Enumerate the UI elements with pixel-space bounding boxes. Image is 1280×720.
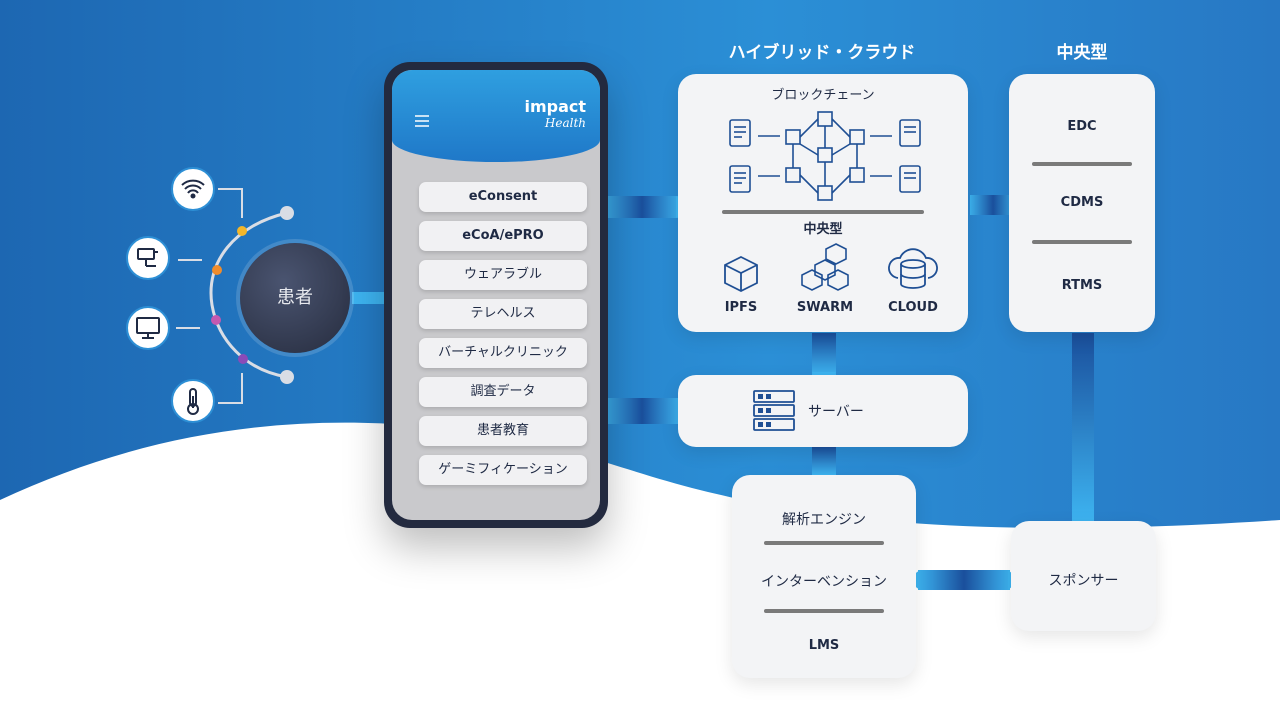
ipfs-cube-icon — [724, 255, 758, 293]
cloud-divider — [722, 210, 924, 214]
central-box: EDC CDMS RTMS — [1009, 74, 1155, 332]
central-label: 中央型 — [803, 222, 843, 237]
monitor-icon — [126, 306, 170, 350]
phone-app: impact Health eConsent eCoA/ePRO ウェアラブル … — [384, 62, 608, 528]
app-logo: impact Health — [524, 97, 586, 131]
cloud-database-icon — [888, 248, 938, 289]
server-label: サーバー — [808, 404, 864, 420]
camera-icon — [126, 236, 170, 280]
menu-item-survey-data[interactable]: 調査データ — [419, 377, 587, 407]
menu-item-gamification[interactable]: ゲーミフィケーション — [419, 455, 587, 485]
blockchain-icon — [729, 111, 921, 201]
central-divider-2 — [1032, 240, 1132, 244]
wifi-icon — [171, 167, 215, 211]
sponsor-label: スポンサー — [1048, 573, 1119, 589]
device-arc — [176, 188, 294, 404]
menu-item-telehealth[interactable]: テレヘルス — [419, 299, 587, 329]
swarm-label: SWARM — [796, 300, 854, 315]
intervention-label: インターベンション — [761, 574, 887, 590]
swarm-cubes-icon — [801, 243, 849, 291]
app-header: impact Health — [392, 70, 600, 162]
analysis-box: 解析エンジン インターベンション LMS — [732, 475, 916, 678]
analysis-engine-label: 解析エンジン — [782, 512, 866, 528]
rtms-label: RTMS — [1061, 278, 1103, 293]
menu-item-wearable[interactable]: ウェアラブル — [419, 260, 587, 290]
analysis-divider-2 — [764, 609, 884, 613]
menu-item-patient-education[interactable]: 患者教育 — [419, 416, 587, 446]
menu-item-virtual-clinic[interactable]: バーチャルクリニック — [419, 338, 587, 368]
ipfs-label: IPFS — [724, 300, 758, 315]
analysis-divider-1 — [764, 541, 884, 545]
central-header: 中央型 — [1056, 43, 1108, 63]
blockchain-label: ブロックチェーン — [771, 88, 875, 103]
server-icon — [753, 390, 795, 431]
menu-item-ecoa-epro[interactable]: eCoA/ePRO — [419, 221, 587, 251]
hamburger-icon[interactable] — [414, 114, 430, 128]
sponsor-box: スポンサー — [1011, 521, 1156, 631]
cloud-label: CLOUD — [888, 300, 938, 315]
menu-item-econsent[interactable]: eConsent — [419, 182, 587, 212]
server-box: サーバー — [678, 375, 968, 447]
hybrid-cloud-box: ブロックチェーン 中央型 IPFS SWARM CLOUD — [678, 74, 968, 332]
cdms-label: CDMS — [1060, 195, 1104, 210]
hybrid-cloud-header: ハイブリッド・クラウド — [728, 43, 916, 63]
thermometer-icon — [171, 379, 215, 423]
patient-node: 患者 — [240, 243, 350, 353]
edc-label: EDC — [1067, 119, 1097, 134]
phone-screen: impact Health eConsent eCoA/ePRO ウェアラブル … — [392, 70, 600, 520]
lms-label: LMS — [808, 638, 840, 653]
central-divider-1 — [1032, 162, 1132, 166]
